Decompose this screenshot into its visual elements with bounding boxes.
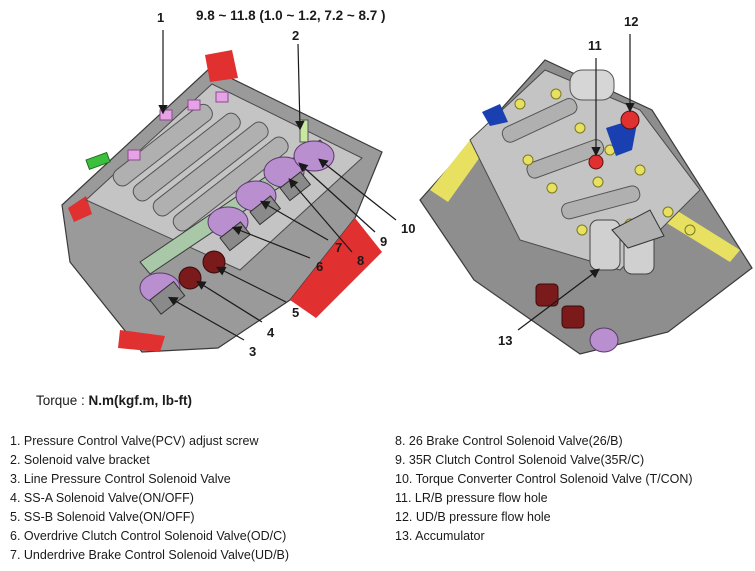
legend-item: 10. Torque Converter Control Solenoid Va… <box>395 472 693 486</box>
legend-item: 5. SS-B Solenoid Valve(ON/OFF) <box>10 510 195 524</box>
torque-units: N.m(kgf.m, lb-ft) <box>88 393 193 408</box>
legend-item: 9. 35R Clutch Control Solenoid Valve(35R… <box>395 453 645 467</box>
legend-item: 12. UD/B pressure flow hole <box>395 510 551 524</box>
legend-item: 7. Underdrive Brake Control Solenoid Val… <box>10 548 290 562</box>
left-valve-body <box>61 50 383 353</box>
legend-item: 1. Pressure Control Valve(PCV) adjust sc… <box>10 434 259 448</box>
callout-1: 1 <box>157 10 164 25</box>
callout-9: 9 <box>380 234 387 249</box>
legend-item: 2. Solenoid valve bracket <box>10 453 150 467</box>
legend-list-left: 1. Pressure Control Valve(PCV) adjust sc… <box>10 432 289 565</box>
legend-item: 6. Overdrive Clutch Control Solenoid Val… <box>10 529 287 543</box>
callout-5: 5 <box>292 305 299 320</box>
legend-item: 8. 26 Brake Control Solenoid Valve(26/B) <box>395 434 623 448</box>
right-valve-body <box>419 59 753 355</box>
callout-4: 4 <box>267 325 275 340</box>
leader-lines <box>158 30 635 341</box>
legend-item: 3. Line Pressure Control Solenoid Valve <box>10 472 231 486</box>
callout-13: 13 <box>498 333 512 348</box>
callout-8: 8 <box>357 253 364 268</box>
torque-spec-value: 9.8 ~ 11.8 (1.0 ~ 1.2, 7.2 ~ 8.7 ) <box>196 8 386 23</box>
callout-2: 2 <box>292 28 299 43</box>
torque-label: Torque : <box>36 393 85 408</box>
valve-body-figure: 1 2 3 4 5 6 7 8 9 10 11 12 13 <box>61 10 753 359</box>
legend-list-right: 8. 26 Brake Control Solenoid Valve(26/B)… <box>395 432 693 546</box>
legend-item: 4. SS-A Solenoid Valve(ON/OFF) <box>10 491 194 505</box>
solenoid-row <box>139 140 335 304</box>
callout-6: 6 <box>316 259 323 274</box>
legend-item: 11. LR/B pressure flow hole <box>395 491 548 505</box>
callout-3: 3 <box>249 344 256 359</box>
legend-item: 13. Accumulator <box>395 529 485 543</box>
torque-heading: Torque : N.m(kgf.m, lb-ft) <box>36 393 192 408</box>
callout-12: 12 <box>624 14 638 29</box>
callout-7: 7 <box>335 240 342 255</box>
callout-10: 10 <box>401 221 415 236</box>
callout-11: 11 <box>588 38 602 53</box>
